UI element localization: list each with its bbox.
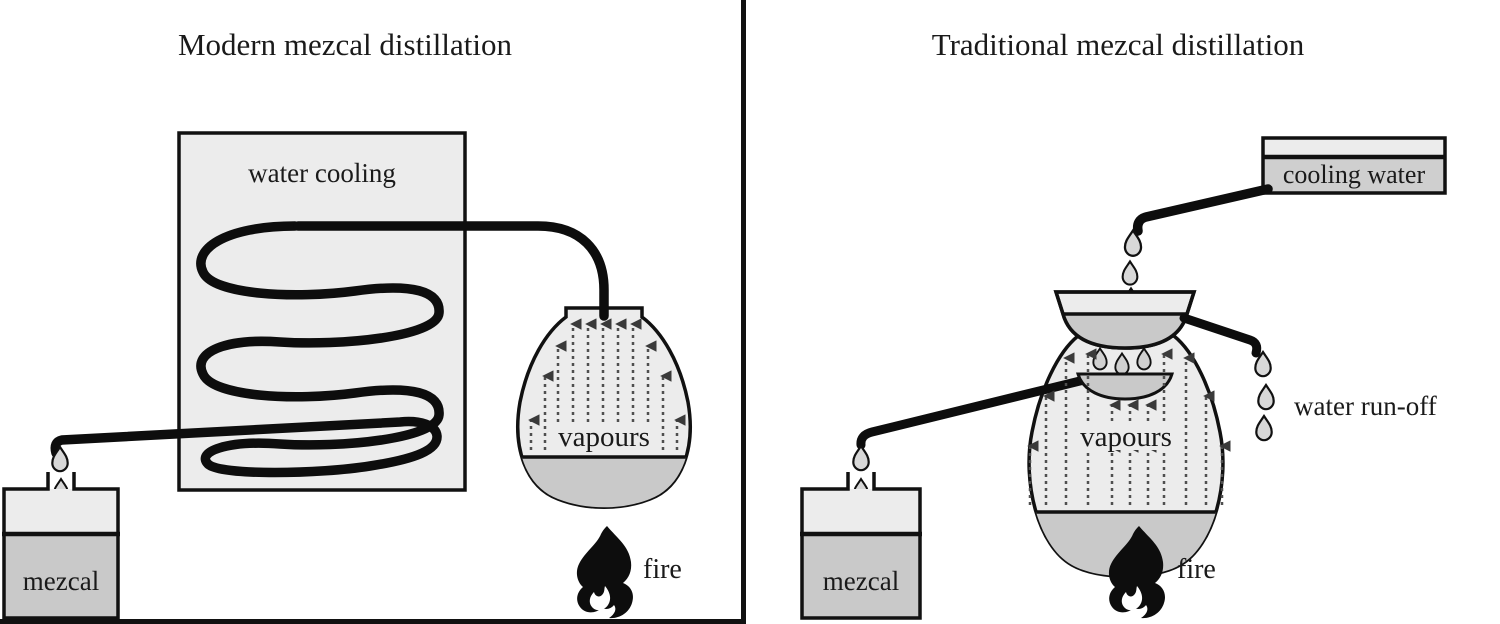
bowl-outline-stroke bbox=[1053, 290, 1197, 350]
fire-group: fire bbox=[576, 526, 682, 619]
vapour-tube bbox=[293, 221, 609, 321]
condenser-bowl bbox=[1053, 290, 1197, 350]
vapours-label-backing bbox=[1076, 422, 1176, 450]
drop-icon bbox=[1255, 414, 1273, 442]
left-still-pot bbox=[516, 306, 692, 509]
vapours-label-backing bbox=[554, 422, 654, 450]
container-mezcal bbox=[802, 534, 920, 618]
right-mezcal-container: mezcal bbox=[800, 472, 922, 620]
cooling-pour-tube bbox=[1132, 184, 1273, 236]
container-mezcal bbox=[4, 534, 118, 618]
left-panel: Modern mezcal distillation bbox=[2, 27, 692, 620]
right-panel: Traditional mezcal distillation cooling … bbox=[800, 27, 1447, 620]
container-empty bbox=[802, 489, 920, 534]
left-panel-title: Modern mezcal distillation bbox=[178, 27, 513, 62]
container-outline bbox=[800, 472, 922, 620]
vapours-label: vapours bbox=[1080, 421, 1172, 453]
spirit-tube bbox=[856, 375, 1089, 450]
reservoir-top bbox=[1263, 138, 1445, 157]
drop-icon bbox=[1257, 383, 1275, 411]
water-cooling-label: water cooling bbox=[248, 158, 396, 188]
vapour-arrows bbox=[1027, 348, 1231, 505]
fire-group: fire bbox=[1108, 526, 1216, 619]
drop-icon bbox=[852, 444, 870, 472]
runoff-tube bbox=[1179, 313, 1262, 358]
right-panel-title: Traditional mezcal distillation bbox=[932, 27, 1305, 62]
reservoir-outline bbox=[1261, 136, 1447, 195]
cooling-water-box: cooling water bbox=[1261, 136, 1447, 195]
mezcal-label: mezcal bbox=[23, 566, 99, 596]
bowl-water bbox=[1063, 314, 1187, 348]
water-runoff-label: water run-off bbox=[1294, 391, 1437, 421]
panel-divider bbox=[741, 0, 746, 624]
drop-icon bbox=[1121, 260, 1139, 286]
cooling-water-label: cooling water bbox=[1283, 160, 1426, 189]
runoff-drops bbox=[1254, 350, 1275, 442]
catch-dish bbox=[1075, 372, 1175, 401]
fire-label: fire bbox=[643, 554, 682, 585]
left-mezcal-container: mezcal bbox=[2, 472, 120, 620]
mezcal-label: mezcal bbox=[823, 566, 899, 596]
cooling-coil bbox=[50, 221, 444, 478]
container-outline bbox=[2, 472, 120, 620]
fire-label: fire bbox=[1177, 554, 1216, 585]
container-empty bbox=[4, 489, 118, 534]
bottom-rule bbox=[0, 619, 746, 624]
reservoir-water bbox=[1263, 157, 1445, 193]
vapours-label: vapours bbox=[558, 421, 650, 453]
flame-icon bbox=[576, 526, 633, 619]
